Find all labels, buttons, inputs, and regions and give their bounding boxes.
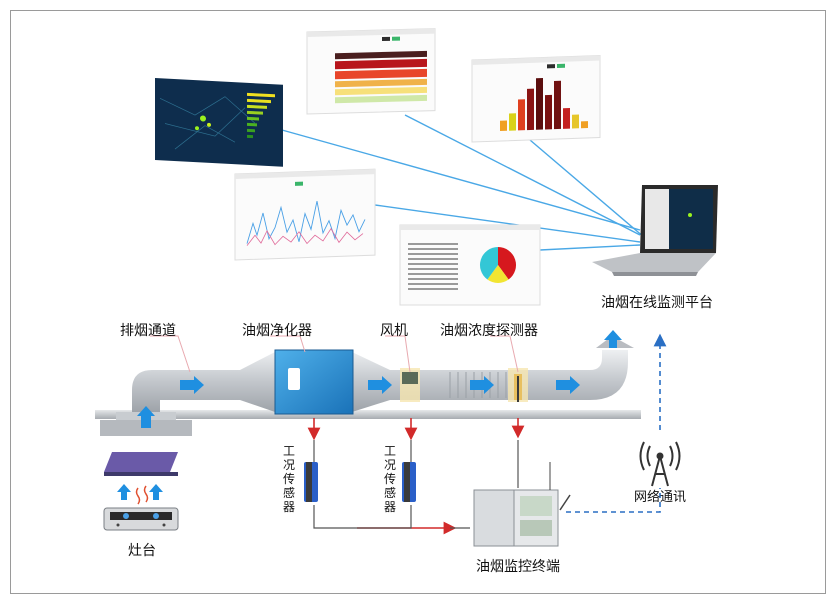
bar-2: [518, 99, 525, 131]
pie-slice-2: [480, 247, 498, 280]
smoke-detector-label: 油烟浓度探测器: [440, 323, 538, 339]
bar-0: [500, 120, 507, 132]
diagram-frame: [10, 10, 826, 594]
terminal-label: 油烟监控终端: [476, 559, 560, 575]
range-hood: [104, 452, 178, 476]
bar-7: [563, 107, 570, 129]
stove: [103, 507, 179, 531]
stove-label: 灶台: [128, 543, 156, 559]
pie-dashboard: [399, 224, 541, 306]
line-dashboard: [234, 168, 376, 261]
fan-body: [402, 372, 418, 384]
gradient-dashboard: [306, 28, 436, 115]
flow-arrows: [137, 330, 622, 428]
heat-icon: [135, 485, 149, 505]
mount-rail: [95, 410, 641, 419]
bar-5: [545, 94, 552, 130]
monitor-terminal: [473, 462, 571, 547]
laptop: [592, 185, 718, 276]
purifier-unit: [274, 349, 354, 415]
bar-9: [581, 121, 588, 129]
map-dashboard: [155, 78, 283, 167]
condition-sensor-1-label: 工 况 传 感 器: [282, 444, 295, 514]
bar-1: [509, 113, 516, 131]
condition-sensor-2-label: 工 况 传 感 器: [383, 444, 396, 514]
pie-slice-1: [487, 265, 509, 283]
condition-sensor-2: [402, 462, 416, 502]
exhaust-duct-label: 排烟通道: [120, 323, 176, 339]
platform-label: 油烟在线监测平台: [601, 295, 713, 311]
network-link: [566, 333, 667, 513]
antenna-icon: [639, 441, 681, 487]
network-label: 网络通讯: [634, 490, 687, 505]
condition-sensor-1: [304, 462, 318, 502]
bar-8: [572, 114, 579, 129]
link-lines: [281, 114, 646, 251]
bar-dashboard: [471, 55, 601, 143]
bar-6: [554, 80, 561, 130]
fan-label: 风机: [380, 323, 408, 339]
bar-4: [536, 77, 543, 130]
bar-3: [527, 88, 534, 131]
purifier-label: 油烟净化器: [242, 323, 312, 339]
pie-slice-0: [498, 247, 516, 280]
